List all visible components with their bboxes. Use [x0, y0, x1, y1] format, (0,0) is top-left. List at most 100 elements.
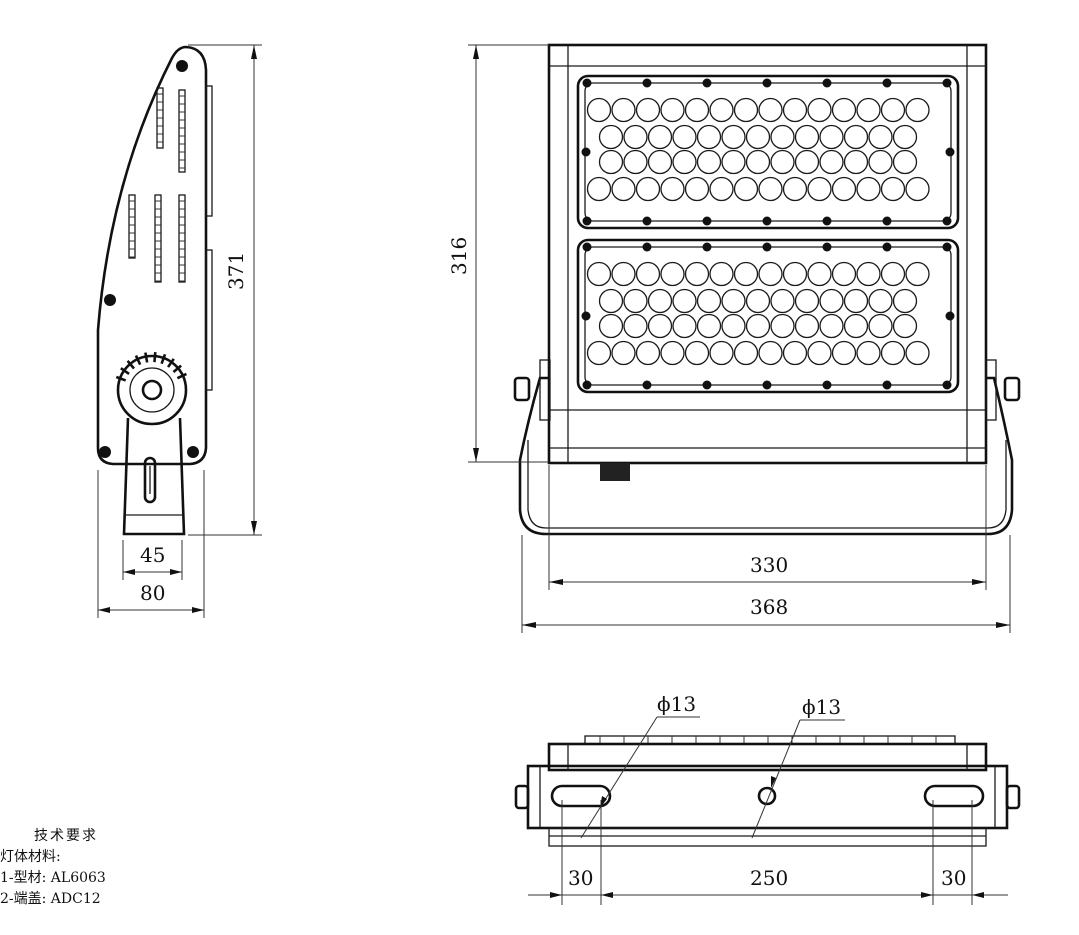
led-lens [856, 97, 881, 123]
led-lens [807, 97, 832, 123]
led-lens [831, 176, 857, 202]
led-lens [819, 313, 844, 339]
led-lens [819, 149, 844, 175]
led-lens [758, 97, 783, 123]
led-lens [611, 340, 636, 366]
led-lens [807, 176, 832, 202]
screw [702, 380, 712, 390]
bottom-cap [547, 742, 988, 772]
dim-45: 45 [140, 543, 165, 567]
led-lens [598, 124, 624, 150]
screw [945, 311, 955, 321]
led-lens [868, 124, 893, 150]
screw [882, 380, 892, 390]
led-lens [660, 97, 685, 123]
left-knob [513, 376, 531, 402]
front-yoke [518, 376, 1014, 536]
led-lens [696, 149, 722, 175]
front-frame [547, 43, 988, 465]
led-lens [709, 176, 734, 202]
side-pivot-outer [116, 354, 188, 426]
led-lens [794, 288, 820, 314]
led-lens [623, 124, 648, 150]
led-lens [672, 149, 697, 175]
led-lens [892, 124, 918, 150]
side-fin-strip-upper [205, 85, 213, 217]
led-lens [586, 261, 612, 287]
led-lens [721, 288, 746, 314]
led-lens [831, 97, 857, 123]
led-lens [672, 288, 697, 314]
pivot-tick [134, 355, 142, 366]
pivot-tick [160, 353, 167, 365]
led-lens [831, 340, 857, 366]
led-lens [696, 288, 722, 314]
side-view: 371 45 80 [96, 44, 262, 618]
led-lens [794, 313, 820, 339]
led-lens [745, 149, 771, 175]
bottom-yoke [526, 764, 1009, 830]
screw [642, 216, 652, 226]
led-lens [770, 288, 795, 314]
led-lens [745, 313, 771, 339]
screw [702, 242, 712, 252]
led-lens [880, 176, 906, 202]
side-bracket [122, 417, 186, 536]
led-lens [843, 149, 869, 175]
led-module-top [576, 74, 960, 230]
notes-title: 技术要求 [34, 828, 98, 844]
side-bracket-slot [143, 456, 157, 504]
led-lens [880, 261, 906, 287]
led-lens [758, 261, 783, 287]
led-lens [635, 340, 661, 366]
led-lens [586, 340, 612, 366]
screw [582, 380, 592, 390]
led-lens [696, 124, 722, 150]
led-lens [782, 261, 808, 287]
led-lens [721, 124, 746, 150]
led-lens [868, 149, 893, 175]
led-lens [623, 313, 648, 339]
screw [762, 380, 772, 390]
led-lens [635, 97, 661, 123]
dim-330: 330 [750, 553, 788, 577]
led-lens [684, 340, 710, 366]
led-lens [819, 124, 844, 150]
screw [942, 216, 952, 226]
led-lens [660, 340, 685, 366]
screw [942, 242, 952, 252]
side-left-hole [104, 294, 116, 306]
led-lens [831, 261, 857, 287]
screw [882, 242, 892, 252]
led-lens [623, 149, 648, 175]
screw [702, 216, 712, 226]
vent-slot [178, 194, 186, 283]
led-lens [782, 176, 808, 202]
dim-30-left: 30 [568, 866, 593, 890]
screw [882, 216, 892, 226]
screw [582, 216, 592, 226]
screw [642, 242, 652, 252]
led-lens [672, 124, 697, 150]
screw [642, 380, 652, 390]
led-lens [843, 288, 869, 314]
led-lens [586, 97, 612, 123]
led-lens [794, 149, 820, 175]
side-pivot-ticks [115, 352, 187, 382]
led-lens [709, 97, 734, 123]
led-module-bottom [576, 238, 960, 394]
module-screws [581, 78, 955, 390]
notes-line-3: 2-端盖: ADC12 [0, 891, 101, 907]
dim-316: 316 [447, 237, 471, 275]
led-lens [733, 261, 759, 287]
led-lens [770, 124, 795, 150]
screw [822, 380, 832, 390]
led-lens [770, 149, 795, 175]
led-lens [905, 340, 930, 366]
cable-gland [600, 463, 630, 481]
pivot-tick [144, 352, 149, 363]
side-bottom-right-hole [187, 446, 199, 458]
led-lens [819, 288, 844, 314]
screw [642, 78, 652, 88]
